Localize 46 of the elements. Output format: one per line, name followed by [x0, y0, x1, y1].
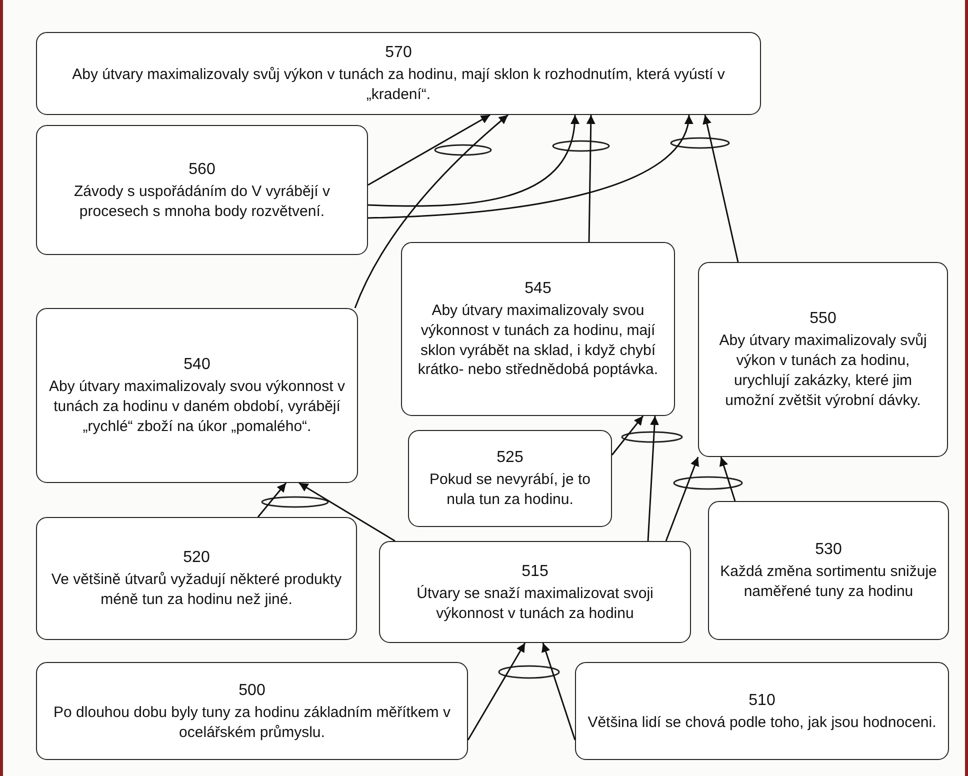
node-text: Pokud se nevyrábí, je to nula tun za hodinu.	[428, 470, 592, 510]
node-number: 540	[184, 355, 210, 376]
arrow	[368, 114, 579, 207]
arrow	[665, 456, 699, 542]
cause-box	[36, 308, 358, 483]
cause-box	[36, 517, 357, 640]
node-number: 530	[815, 540, 842, 560]
cause-box	[698, 262, 948, 457]
node-number: 545	[524, 278, 552, 299]
node-number: 550	[810, 309, 836, 330]
cause-box	[408, 430, 612, 527]
node-text: Většina lidí se chová podle toho, jak jsou hodnoceni.	[588, 712, 936, 732]
cause-box	[36, 125, 368, 255]
arrow	[368, 114, 490, 186]
arrow	[354, 114, 508, 308]
cause-box	[36, 32, 761, 115]
cause-box	[379, 541, 691, 643]
arrow	[586, 114, 596, 242]
node-text: Každá změna sortimentu snižuje naměřené tuny za hodinu	[719, 562, 938, 602]
cause-box	[36, 662, 468, 760]
cause-box	[708, 501, 949, 640]
node-text: Ve většině útvarů vyžadují některé produkty méně tun za hodinu než jiné.	[50, 570, 343, 610]
arrow	[257, 482, 287, 518]
arrow	[702, 114, 739, 262]
arrow	[647, 416, 659, 542]
node-number: 525	[496, 448, 524, 468]
node-number: 560	[188, 160, 216, 180]
cause-box	[575, 662, 949, 760]
node-number: 570	[385, 43, 412, 64]
arrow	[368, 114, 692, 219]
node-text: Aby útvary maximalizovaly svou výkonnost v tunách za hodinu, mají sklon vyrábět na sklad, i když chybí krátko- nebo střednědobá poptávka.	[416, 300, 660, 380]
node-text: Po dlouhou dobu byly tuny za hodinu základním měřítkem v ocelářském průmyslu.	[52, 702, 452, 742]
node-text: Aby útvary maximalizovaly svou výkonnost v tunách za hodinu v daném období, vyrábějí „rychlé“ zboží na úkor „pomalého“.	[48, 377, 346, 437]
cause-box	[401, 242, 675, 416]
arrow	[542, 642, 576, 740]
node-number: 520	[183, 548, 210, 568]
node-text: Útvary se snaží maximalizovat svoji výkonnost v tunách za hodinu	[416, 584, 654, 624]
node-text: Závody s uspořádáním do V vyrábějí v procesech s mnoha body rozvětvení.	[73, 182, 331, 222]
arrow	[467, 642, 526, 740]
node-text: Aby útvary maximalizovaly svůj výkon v tunách za hodinu, mají sklon k rozhodnutím, která vyústí v „kradení“.	[71, 65, 726, 105]
arrow	[611, 416, 644, 456]
node-text: Aby útvary maximalizovaly svůj výkon v tunách za hodinu, urychlují zakázky, které jim umožní zvětšit výrobní dávky.	[718, 331, 928, 411]
node-number: 510	[748, 690, 776, 711]
node-number: 515	[522, 562, 548, 582]
arrow	[298, 482, 396, 542]
node-number: 500	[238, 680, 266, 701]
